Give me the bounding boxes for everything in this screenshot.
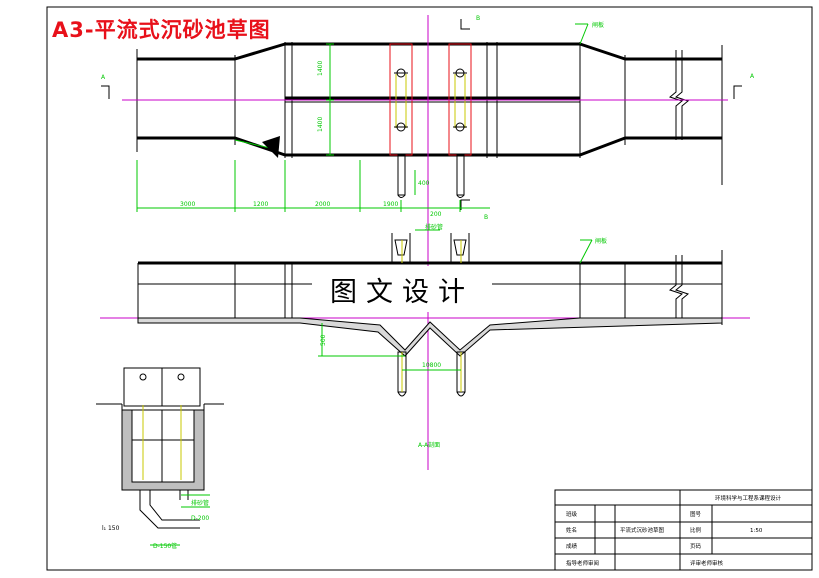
watermark: 图文设计 — [312, 266, 492, 312]
svg-text:1200: 1200 — [253, 201, 268, 208]
svg-text:1400: 1400 — [317, 117, 324, 132]
plan-valves — [394, 68, 467, 198]
inlet-arrow — [262, 136, 280, 158]
plan-dimension-labels: 3000 1200 2000 1900 1400 1400 400 200 闸板… — [101, 15, 755, 221]
svg-text:班级: 班级 — [566, 510, 578, 518]
title-block-text: 环境科学与工程系课程设计 班级 图号 姓名 平流式沉砂池草图 比例 1:50 成… — [566, 494, 782, 567]
svg-text:排砂管: 排砂管 — [425, 223, 443, 231]
svg-text:1400: 1400 — [317, 61, 324, 76]
svg-text:排砂管: 排砂管 — [191, 499, 209, 507]
svg-text:指导老师审阅: 指导老师审阅 — [566, 559, 599, 567]
svg-text:1:50: 1:50 — [750, 528, 763, 534]
svg-text:姓名: 姓名 — [566, 526, 577, 534]
detail-pipes — [142, 405, 182, 480]
centerlines — [100, 15, 750, 470]
svg-text:比例: 比例 — [690, 526, 702, 534]
section-dimensions — [318, 229, 593, 371]
svg-text:闸板: 闸板 — [595, 237, 607, 245]
svg-text:平流式沉砂池草图: 平流式沉砂池草图 — [620, 526, 665, 534]
detail-dimensions — [150, 494, 210, 546]
svg-text:D-150管: D-150管 — [153, 542, 177, 550]
svg-text:A-A剖面: A-A剖面 — [418, 441, 440, 449]
svg-text:页码: 页码 — [690, 542, 702, 550]
svg-text:成绩: 成绩 — [566, 542, 578, 550]
plan-dimensions — [136, 23, 589, 212]
svg-text:10800: 10800 — [422, 362, 441, 369]
drawing-title: A3-平流式沉砂池草图 — [52, 18, 271, 42]
detail-labels: 排砂管 D-200 D-150管 l₁ 150 — [102, 499, 209, 550]
svg-text:2000: 2000 — [315, 201, 330, 208]
svg-text:1900: 1900 — [383, 201, 398, 208]
svg-text:200: 200 — [430, 211, 442, 218]
svg-text:l₁ 150: l₁ 150 — [102, 525, 120, 532]
svg-text:B: B — [476, 15, 480, 22]
section-view — [137, 233, 723, 397]
svg-text:评审老师审核: 评审老师审核 — [690, 559, 724, 567]
svg-text:500: 500 — [320, 334, 327, 346]
svg-text:D-200: D-200 — [191, 515, 209, 522]
title-block — [554, 489, 813, 571]
svg-text:3000: 3000 — [180, 201, 195, 208]
plan-pipes — [395, 74, 466, 128]
detail-view — [96, 367, 224, 529]
svg-text:A: A — [750, 73, 755, 80]
section-pipes — [401, 240, 462, 392]
svg-text:A: A — [101, 74, 106, 81]
drawing-frame — [46, 6, 813, 571]
svg-text:400: 400 — [418, 180, 430, 187]
svg-text:图号: 图号 — [690, 510, 702, 518]
title-block-header: 环境科学与工程系课程设计 — [715, 494, 782, 502]
svg-text:B: B — [484, 214, 488, 221]
section-labels: 排砂管 闸板 10800 500 A-A剖面 — [320, 223, 607, 449]
svg-text:闸板: 闸板 — [592, 21, 604, 29]
